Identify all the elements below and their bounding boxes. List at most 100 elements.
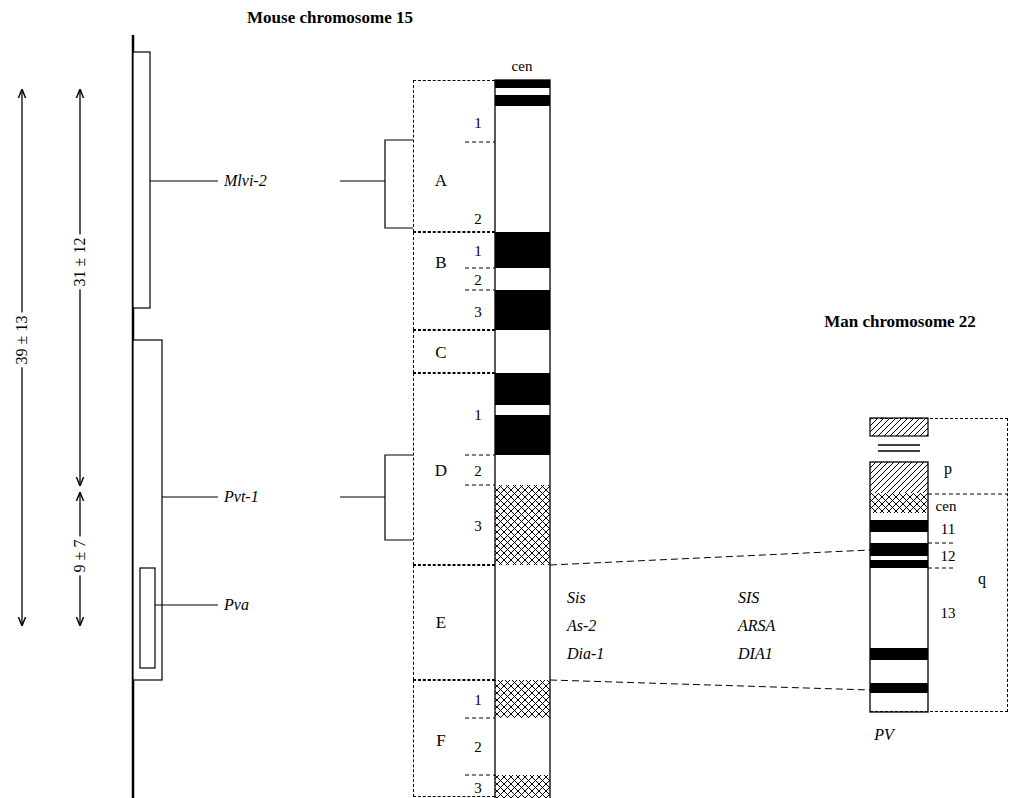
band-bracket (385, 140, 413, 228)
band-region-box: D 1 2 3 (413, 373, 495, 565)
leader-line (150, 180, 218, 181)
band-number: 3 (474, 304, 482, 321)
band-letter: B (435, 254, 446, 273)
band-letter: C (435, 344, 446, 363)
gene-name: ARSA (738, 617, 775, 635)
sub-band-divider (928, 568, 956, 569)
band-number: 2 (474, 272, 482, 289)
satellite (870, 418, 928, 436)
label-holder: SIS (738, 589, 759, 607)
text-holder: p (944, 460, 952, 478)
sub-band-divider (465, 455, 495, 456)
text-holder: C (435, 344, 446, 363)
dark-band (495, 95, 550, 106)
text-holder: 2 (474, 462, 482, 480)
chromosome-body (870, 462, 928, 712)
locus-name: Pva (224, 596, 249, 614)
disease-locus: PV (874, 726, 894, 744)
label-holder: Dia-1 (567, 645, 604, 663)
band-letter: D (435, 462, 447, 481)
distance-value: 31 ± 12 (70, 235, 90, 290)
text-holder: cen (936, 497, 957, 515)
text-holder: 13 (941, 604, 956, 622)
band-number: 3 (474, 518, 482, 535)
gene-name: SIS (738, 589, 759, 607)
stalk-mark (878, 450, 920, 452)
sub-band-divider (465, 775, 495, 776)
band-number: 2 (474, 739, 482, 756)
chromosome-title: Man chromosome 22 (824, 313, 976, 332)
band-number: 12 (941, 548, 956, 565)
homology-line (550, 680, 870, 690)
leader-line (340, 496, 385, 497)
title-holder: Mouse chromosome 15 (247, 9, 413, 28)
band-number: 1 (474, 407, 482, 424)
text-holder: 3 (474, 303, 482, 321)
locus-range-box (133, 340, 162, 680)
short-arm (870, 462, 928, 493)
sub-band-divider (465, 142, 495, 143)
band-number: 3 (474, 780, 482, 797)
band-number: p (944, 460, 952, 478)
dark-band (870, 683, 928, 693)
dark-band (870, 520, 928, 532)
distance-value: 39 ± 13 (12, 313, 32, 368)
band-number: 1 (474, 243, 482, 260)
text-holder: 3 (474, 517, 482, 535)
label-holder: 9 ± 7 (70, 537, 90, 576)
band-region-box: E (413, 565, 495, 680)
label-holder: PV (874, 726, 894, 744)
text-holder: D (435, 462, 447, 481)
chromosome-outline (495, 80, 550, 798)
dark-band (495, 80, 550, 88)
band-letter: A (435, 172, 447, 191)
band-number: 1 (474, 115, 482, 132)
leader-line (155, 604, 218, 605)
band-number: 2 (474, 463, 482, 480)
text-holder: 1 (474, 406, 482, 424)
gene-name: DIA1 (738, 645, 773, 663)
text-holder: 1 (474, 691, 482, 709)
label-holder: 31 ± 12 (70, 235, 90, 290)
dark-band (495, 232, 550, 268)
text-holder: A (435, 172, 447, 191)
dark-band (495, 373, 550, 405)
band-number: q (978, 570, 986, 588)
label-holder: Mlvi-2 (224, 172, 267, 190)
figure-title: Mouse chromosome 15 (247, 9, 413, 28)
text-holder: q (978, 570, 986, 588)
text-holder: B (435, 254, 446, 273)
band-number: 13 (941, 605, 956, 622)
label-holder: Man chromosome 22 (824, 313, 976, 332)
band-number: 2 (474, 211, 482, 228)
centromere-label: cen (512, 58, 533, 75)
label-holder: As-2 (567, 617, 596, 635)
text-holder: 1 (474, 242, 482, 260)
leader-line (340, 180, 385, 181)
sub-band-divider (465, 485, 495, 486)
label-holder: DIA1 (738, 645, 773, 663)
text-holder: 2 (474, 738, 482, 756)
variable-band (495, 775, 550, 798)
variable-band (495, 680, 550, 718)
dark-band (870, 648, 928, 660)
sub-band-divider (465, 268, 495, 269)
dark-band (495, 290, 550, 330)
band-number: 11 (941, 521, 955, 538)
text-holder: 1 (474, 114, 482, 132)
dark-band (495, 415, 550, 455)
text-holder: E (436, 614, 446, 633)
chromosome-outline (870, 462, 928, 712)
arm-divider (928, 494, 1008, 495)
sub-band-divider (465, 290, 495, 291)
band-bracket (385, 455, 413, 540)
band-number: cen (936, 498, 957, 515)
band-region-box: B 1 2 3 (413, 232, 495, 330)
chromosome-region-box: p cen 11 12 q 13 (870, 418, 1008, 712)
locus-name: Pvt-1 (224, 488, 259, 506)
band-letter: F (436, 732, 445, 751)
distance-value: 9 ± 7 (70, 537, 90, 576)
band-number: 1 (474, 692, 482, 709)
sub-band-divider (465, 718, 495, 719)
